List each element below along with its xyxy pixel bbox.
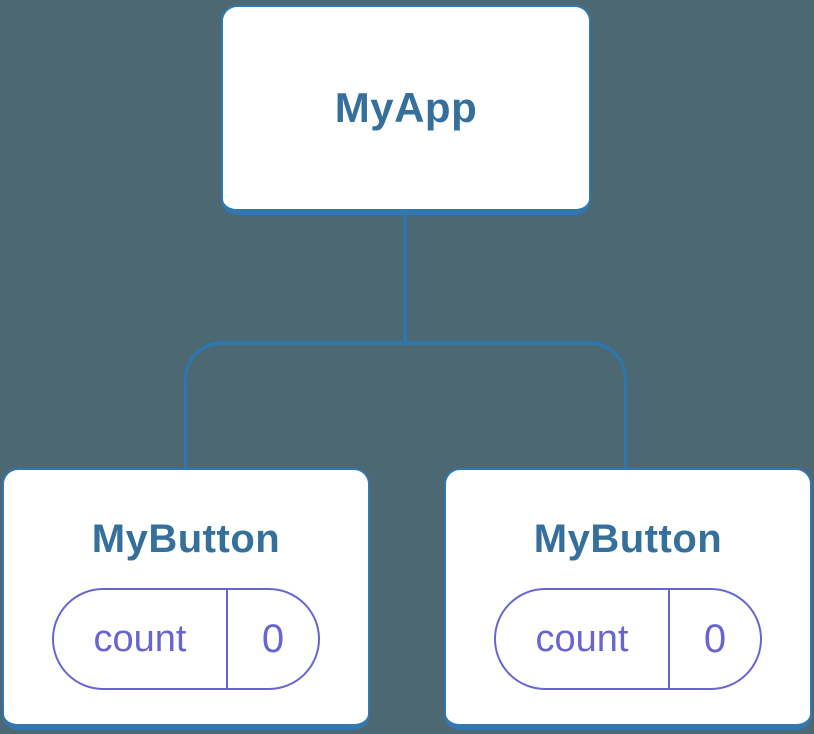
state-value-label: 0 <box>261 616 285 661</box>
component-node-mybutton-right: MyButton count 0 <box>444 468 812 730</box>
component-name-label: MyButton <box>91 517 281 561</box>
state-pill: count 0 <box>494 588 762 690</box>
component-node-myapp: MyApp <box>221 5 591 215</box>
state-value-label: 0 <box>703 616 727 661</box>
component-name-label: MyApp <box>334 84 478 131</box>
tree-connector-bracket <box>184 341 627 468</box>
component-node-mybutton-left: MyButton count 0 <box>2 468 370 730</box>
state-key-label: count <box>496 590 670 688</box>
state-key-label: count <box>54 590 228 688</box>
tree-connector-stub <box>403 213 407 345</box>
component-name-label: MyButton <box>533 517 723 561</box>
state-pill: count 0 <box>52 588 320 690</box>
